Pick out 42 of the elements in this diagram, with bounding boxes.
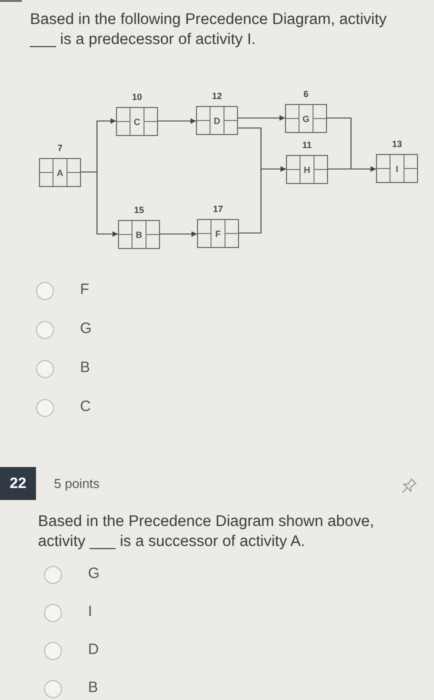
arrow xyxy=(81,171,118,237)
activity-letter: F xyxy=(215,228,221,238)
duration-label: 12 xyxy=(212,91,222,101)
arrow xyxy=(328,166,376,172)
duration-label: 13 xyxy=(392,139,402,149)
activity-box xyxy=(285,104,327,133)
activity-letter: B xyxy=(136,230,142,240)
option-text: C xyxy=(80,398,91,415)
arrow xyxy=(238,115,285,121)
arrow xyxy=(239,166,286,234)
activity-box xyxy=(197,219,239,248)
arrow xyxy=(160,231,197,237)
option-text: I xyxy=(88,603,92,620)
activity-box xyxy=(39,158,81,187)
activity-letter: A xyxy=(56,168,64,178)
duration-label: 17 xyxy=(213,204,223,214)
activity-box xyxy=(286,155,328,184)
duration-label: 6 xyxy=(304,89,308,99)
duration-label: 15 xyxy=(134,205,144,215)
activity-letter: H xyxy=(304,164,310,174)
activity-letter: I xyxy=(396,164,398,174)
activity-box xyxy=(118,220,160,249)
question-text: Based in the Precedence Diagram shown above, activity ___ is a successor of activity A. xyxy=(38,512,376,552)
option-text: F xyxy=(80,281,90,298)
activity-letter: D xyxy=(214,116,220,126)
activity-box xyxy=(376,154,418,183)
duration-label: 7 xyxy=(58,143,62,153)
option-text: B xyxy=(80,359,90,376)
activity-letter: G xyxy=(302,114,310,124)
option-text: B xyxy=(88,679,98,696)
points-text: 5 points xyxy=(54,476,100,491)
option-text: G xyxy=(88,565,100,582)
option-text: D xyxy=(88,641,99,658)
activity-box xyxy=(196,106,238,135)
question-text: Based in the following Precedence Diagram, activity ___ is a predecessor of activity I. xyxy=(30,10,388,50)
duration-label: 11 xyxy=(302,140,312,150)
option-text: G xyxy=(80,320,92,337)
activity-letter: C xyxy=(134,116,140,126)
arrow xyxy=(158,118,196,124)
duration-label: 10 xyxy=(132,92,142,102)
question-number: 22 xyxy=(0,467,36,500)
activity-box xyxy=(116,107,158,136)
